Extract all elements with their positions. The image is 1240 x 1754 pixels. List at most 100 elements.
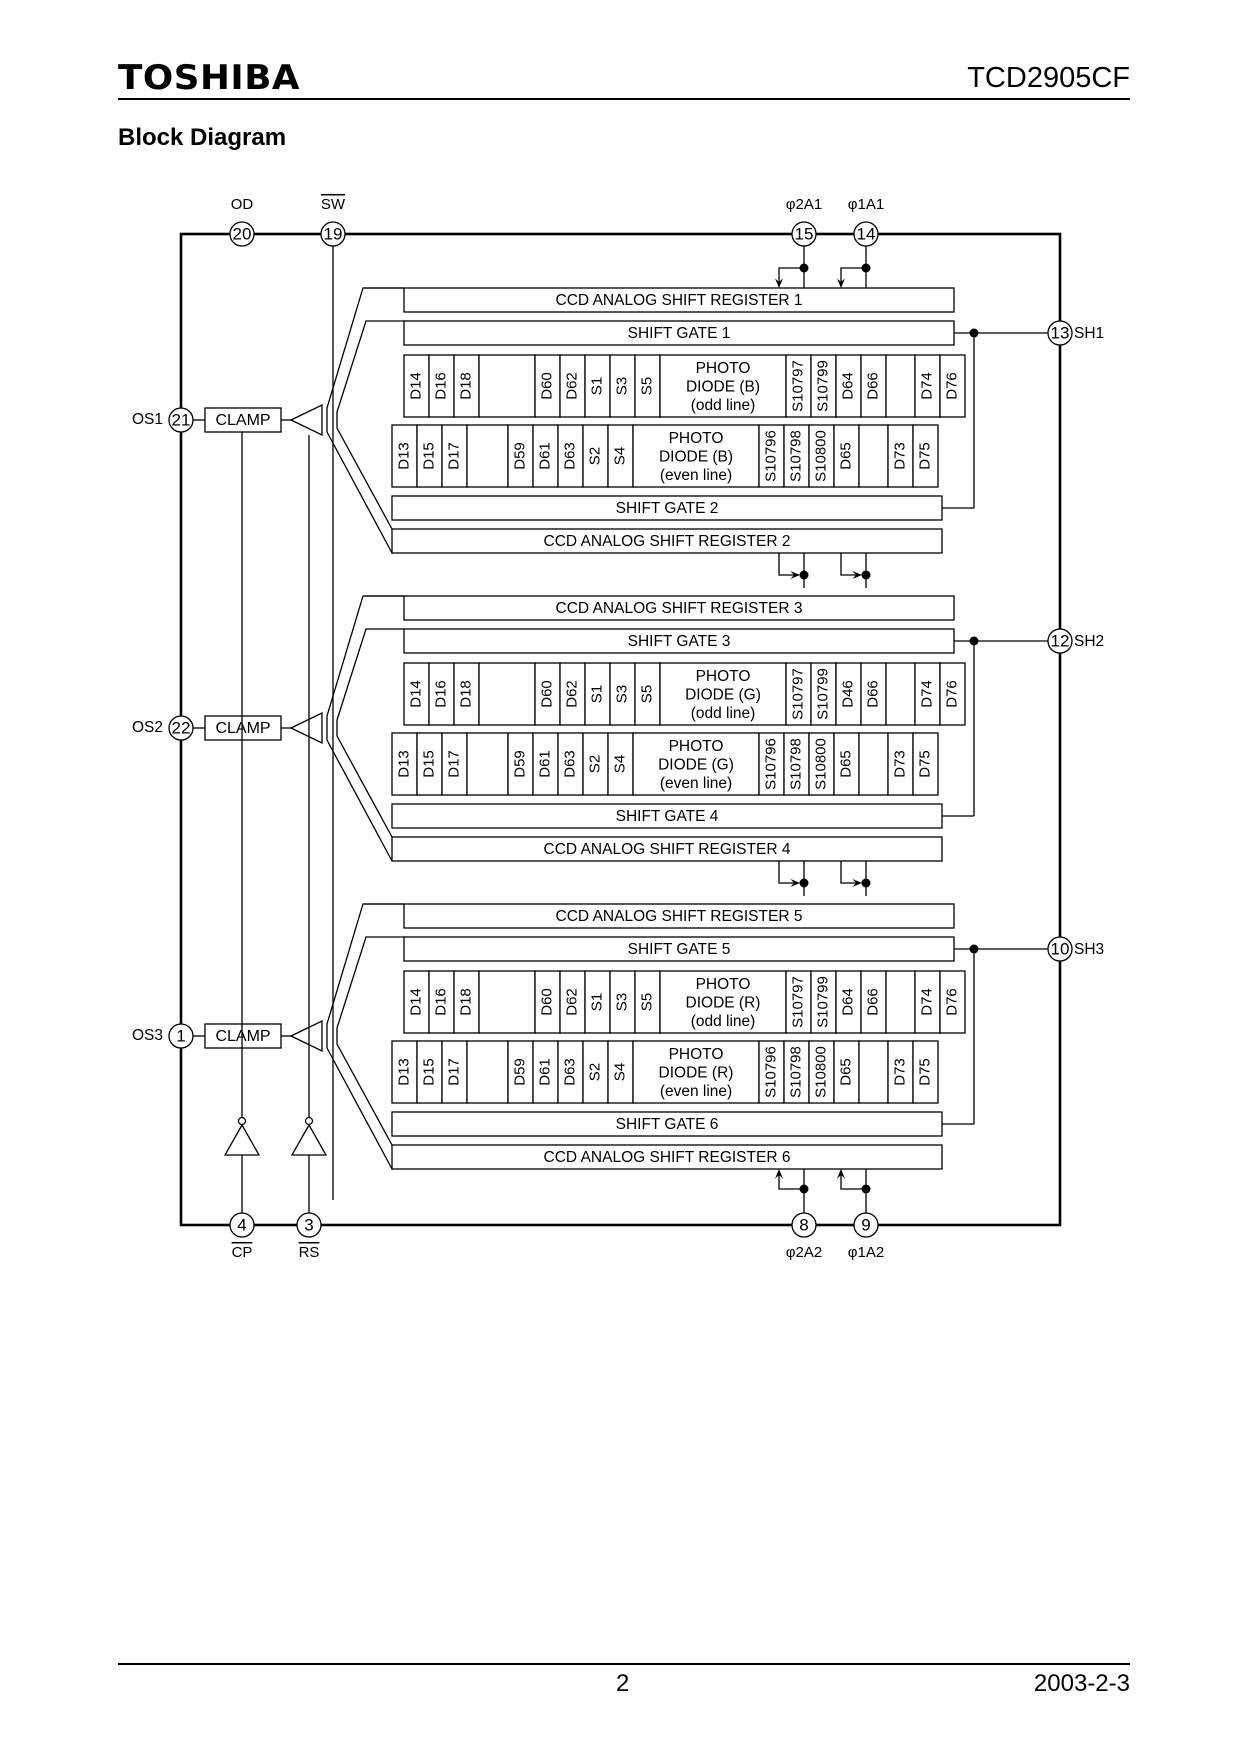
pixel-label: D16 <box>432 372 449 400</box>
even-line-cell <box>833 732 860 796</box>
pixel-label: D74 <box>918 680 935 708</box>
even-line-cell <box>912 424 939 488</box>
shift-register-3 <box>403 595 955 621</box>
pin-label-20: OD <box>231 196 254 213</box>
amplifier-icon <box>289 711 323 745</box>
pixel-label: D18 <box>457 988 474 1016</box>
odd-line-cell <box>559 970 586 1034</box>
pixel-label: D14 <box>407 988 424 1016</box>
shift-gate-6 <box>391 1111 943 1137</box>
odd-line-cell <box>939 354 966 418</box>
pixel-label: D18 <box>457 680 474 708</box>
even-line-cell <box>632 1040 760 1104</box>
clamp-block <box>204 715 282 741</box>
pixel-label: D66 <box>864 680 881 708</box>
footer-divider <box>118 1663 1130 1665</box>
pixel-label: S5 <box>638 993 655 1011</box>
part-number: TCD2905CF <box>967 62 1130 94</box>
pin-label-21: OS1 <box>132 411 163 428</box>
funnel-inner <box>336 628 404 838</box>
even-line-cell <box>833 1040 860 1104</box>
pixel-label: S1 <box>588 685 605 703</box>
pin-number: 12 <box>1051 631 1070 650</box>
photodiode-label: (odd line) <box>691 397 756 414</box>
pixel-label: D61 <box>536 750 553 778</box>
even-line-cell <box>758 424 785 488</box>
arrow-icon <box>852 879 862 887</box>
clock-wire <box>778 267 804 286</box>
photodiode-label: PHOTO <box>696 360 751 377</box>
even-line-cell <box>783 1040 810 1104</box>
pixel-label: S2 <box>586 447 603 465</box>
shift-gate-1 <box>403 320 955 346</box>
photodiode-label: PHOTO <box>669 1046 724 1063</box>
pixel-label: D59 <box>511 442 528 470</box>
photodiode-label: DIODE (G) <box>685 687 761 704</box>
pixel-label: S3 <box>613 377 630 395</box>
pixel-label: S10800 <box>812 1046 829 1098</box>
pixel-label: D76 <box>943 988 960 1016</box>
pixel-label: D59 <box>511 750 528 778</box>
even-line-cell <box>758 732 785 796</box>
clamp-label: CLAMP <box>215 720 270 737</box>
pin-number: 8 <box>799 1215 808 1234</box>
shift-register-label: CCD ANALOG SHIFT REGISTER 4 <box>544 841 791 858</box>
junction-dot <box>861 878 871 888</box>
odd-line-cell <box>609 354 636 418</box>
odd-line-cell <box>634 970 661 1034</box>
odd-line-cell <box>659 970 787 1034</box>
shift-gate-3 <box>403 628 955 654</box>
odd-line-cell <box>478 354 536 418</box>
funnel-outer <box>326 903 404 1170</box>
pixel-label: S3 <box>613 685 630 703</box>
clock-wire <box>840 553 860 576</box>
odd-line-cell <box>659 354 787 418</box>
pixel-label: D13 <box>395 1058 412 1086</box>
pixel-label: D73 <box>891 1058 908 1086</box>
odd-line-cell <box>609 662 636 726</box>
clamp-block <box>204 407 282 433</box>
junction-dot <box>799 570 809 580</box>
odd-line-cell <box>403 662 430 726</box>
shift-register-label: CCD ANALOG SHIFT REGISTER 3 <box>556 600 803 617</box>
odd-line-cell <box>914 354 941 418</box>
odd-line-cell <box>584 662 611 726</box>
odd-line-cell <box>885 354 916 418</box>
photodiode-label: DIODE (R) <box>686 995 761 1012</box>
even-line-cell <box>441 424 468 488</box>
pixel-label: D63 <box>561 442 578 470</box>
inversion-bubble <box>237 1116 247 1126</box>
pixel-label: D13 <box>395 750 412 778</box>
clock-wire <box>840 1172 866 1190</box>
odd-line-cell <box>785 354 812 418</box>
clock-wire <box>778 1172 804 1190</box>
odd-line-cell <box>860 354 887 418</box>
pixel-label: D64 <box>839 988 856 1016</box>
clock-wire <box>840 861 860 884</box>
pixel-label: D62 <box>563 988 580 1016</box>
pin-label-15: φ2A1 <box>786 196 822 213</box>
shift-gate-5 <box>403 936 955 962</box>
pin-label-4: CP <box>232 1244 253 1261</box>
pin-label-9: φ1A2 <box>848 1244 884 1261</box>
pin-label-3: RS <box>299 1244 320 1261</box>
even-line-cell <box>557 1040 584 1104</box>
pin-label-1: OS3 <box>132 1027 163 1044</box>
pin-number: 15 <box>795 224 814 243</box>
pixel-label: S10796 <box>762 738 779 790</box>
odd-line-cell <box>559 354 586 418</box>
funnel-inner <box>336 936 404 1146</box>
arrow-icon <box>852 571 862 579</box>
pin-number: 10 <box>1051 939 1070 958</box>
odd-line-cell <box>785 662 812 726</box>
pixel-label: S1 <box>588 377 605 395</box>
pixel-label: D15 <box>420 442 437 470</box>
even-line-cell <box>391 424 418 488</box>
pixel-label: S2 <box>586 1063 603 1081</box>
pixel-label: S10799 <box>814 668 831 720</box>
photodiode-label: DIODE (G) <box>658 757 734 774</box>
even-line-cell <box>833 424 860 488</box>
inversion-bubble <box>304 1116 314 1126</box>
pin-22 <box>168 715 194 741</box>
clamp-block <box>204 1023 282 1049</box>
